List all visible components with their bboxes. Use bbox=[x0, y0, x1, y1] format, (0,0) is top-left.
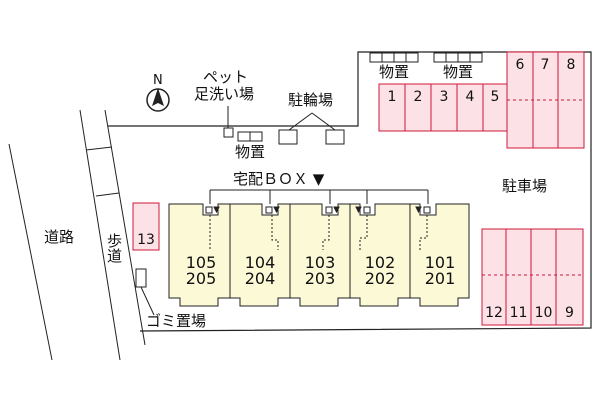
unit-number-upper: 204 bbox=[244, 269, 276, 288]
parking-number: 13 bbox=[137, 232, 155, 248]
delivery-box-markers bbox=[205, 206, 431, 214]
parking-number: 3 bbox=[439, 89, 449, 105]
parking-number: 11 bbox=[509, 305, 528, 321]
unit-number-lower: 104 bbox=[244, 253, 276, 272]
unit-number-lower: 103 bbox=[304, 253, 336, 272]
parking-row-bottom-right bbox=[481, 228, 584, 326]
sidewalk-crossing-top bbox=[85, 146, 113, 151]
compass-icon bbox=[146, 88, 170, 112]
road-edge-line bbox=[8, 143, 53, 361]
parking-number: 10 bbox=[534, 305, 553, 321]
bicycle-rack-left bbox=[278, 129, 298, 145]
unit-number-lower: 101 bbox=[424, 253, 456, 272]
unit-number-upper: 202 bbox=[364, 269, 396, 288]
unit-dashed-routes bbox=[209, 215, 428, 250]
sidewalk-edge-outer bbox=[79, 109, 121, 361]
unit-number-upper: 205 bbox=[185, 269, 217, 288]
site-boundary bbox=[108, 51, 592, 332]
delivery-box-label: 宅配ＢＯＸ ▼ bbox=[233, 170, 325, 188]
pet-wash-box bbox=[223, 127, 234, 138]
sidewalk-edge-inner bbox=[104, 109, 146, 346]
parking-lot-label: 駐車場 bbox=[502, 177, 548, 195]
parking-number: 2 bbox=[413, 89, 423, 105]
garbage-box bbox=[135, 268, 147, 288]
sidewalk-label: 歩道 bbox=[105, 233, 123, 263]
storage-boxes-left bbox=[237, 131, 263, 142]
delivery-box-lines bbox=[209, 189, 429, 204]
building-block bbox=[168, 203, 470, 307]
parking-number: 9 bbox=[565, 305, 574, 321]
parking-number: 6 bbox=[515, 57, 525, 73]
parking-number: 1 bbox=[387, 89, 397, 105]
unit-number-lower: 105 bbox=[185, 253, 217, 272]
garbage-label: ゴミ置場 bbox=[146, 312, 207, 330]
parking-number: 12 bbox=[485, 305, 503, 321]
unit-number-upper: 203 bbox=[304, 269, 336, 288]
storage-boxes-top-right bbox=[433, 52, 483, 63]
road-label: 道路 bbox=[44, 228, 75, 246]
unit-number-lower: 102 bbox=[364, 253, 396, 272]
bicycle-leader-left bbox=[288, 112, 313, 131]
unit-number-upper: 201 bbox=[424, 269, 456, 288]
storage-top2-label: 物置 bbox=[443, 63, 474, 81]
parking-number: 7 bbox=[540, 57, 550, 73]
sidewalk-crossing-bottom bbox=[95, 192, 120, 197]
bicycle-leader-right bbox=[311, 112, 336, 131]
pet-wash-label-line2: 足洗い場 bbox=[194, 85, 255, 103]
bicycle-rack-right bbox=[325, 129, 345, 145]
parking-number: 5 bbox=[490, 89, 500, 105]
compass-label: N bbox=[153, 73, 163, 88]
bicycle-parking-label: 駐輪場 bbox=[288, 91, 334, 109]
parking-number: 4 bbox=[465, 89, 475, 105]
pet-wash-label-line1: ペット bbox=[203, 68, 249, 86]
storage-top1-label: 物置 bbox=[379, 63, 410, 81]
parking-number: 8 bbox=[566, 57, 576, 73]
parking-space-13 bbox=[132, 202, 160, 251]
storage-boxes-top-left bbox=[369, 52, 419, 63]
storage-left-label: 物置 bbox=[235, 143, 266, 161]
garbage-leader-line bbox=[140, 286, 155, 316]
parking-row-top bbox=[378, 83, 508, 132]
